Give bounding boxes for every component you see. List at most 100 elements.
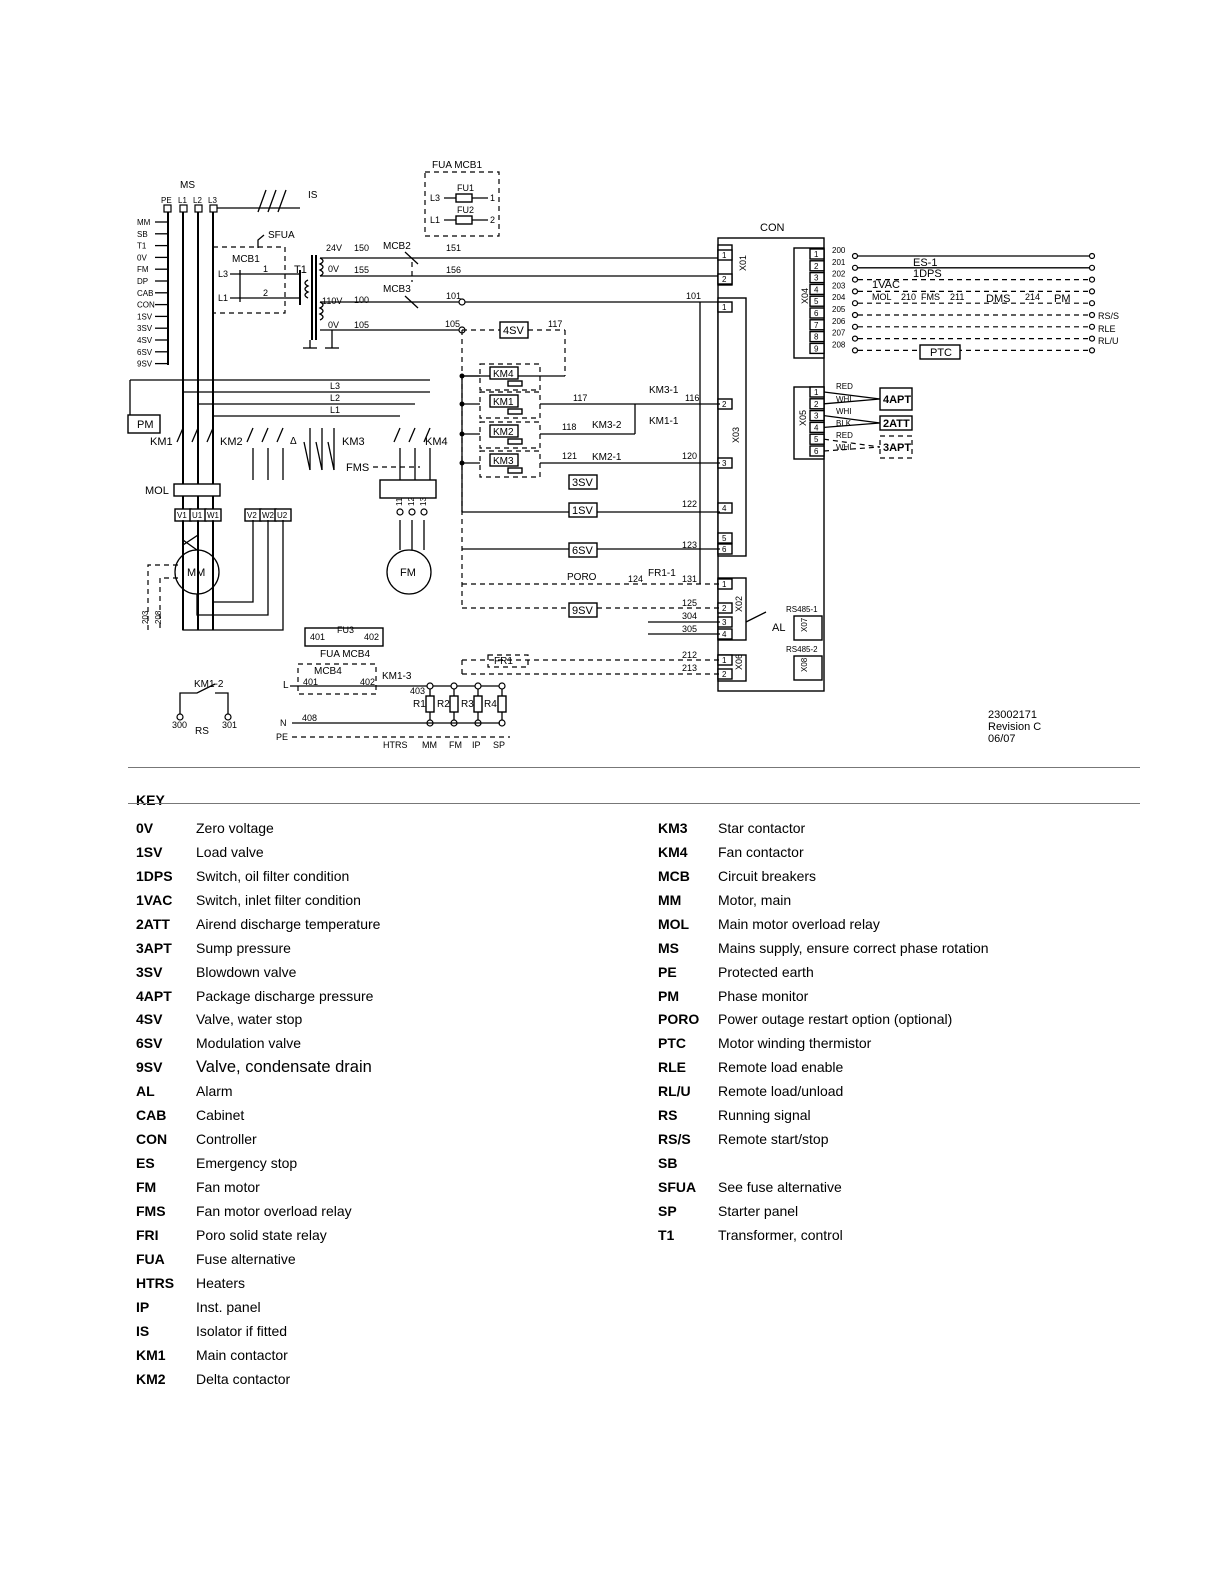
svg-text:1VAC: 1VAC <box>872 279 900 291</box>
svg-text:L: L <box>283 680 289 691</box>
key-description: Sump pressure <box>196 939 291 956</box>
svg-text:116: 116 <box>685 393 699 403</box>
key-code: 1SV <box>136 843 163 860</box>
key-code: FMS <box>136 1202 166 1219</box>
svg-text:L2: L2 <box>330 393 340 403</box>
svg-text:PE: PE <box>276 732 288 742</box>
key-code: SFUA <box>658 1179 697 1196</box>
svg-text:100: 100 <box>354 295 369 305</box>
svg-text:408: 408 <box>302 713 317 723</box>
svg-text:131: 131 <box>682 574 697 584</box>
svg-text:SP: SP <box>493 740 505 750</box>
svg-text:RED: RED <box>836 431 853 440</box>
bus-label: CON <box>137 301 155 310</box>
wire-number: 208 <box>832 340 846 349</box>
svg-text:401: 401 <box>303 677 318 687</box>
svg-text:MCB3: MCB3 <box>383 284 411 295</box>
pin-number: 3 <box>722 459 727 468</box>
is-label: IS <box>308 190 318 201</box>
part-number: 23002171 <box>988 709 1037 721</box>
key-code: SP <box>658 1202 677 1219</box>
key-code: PORO <box>658 1011 700 1028</box>
wire-number: 202 <box>832 270 846 279</box>
key-description: Motor, main <box>718 891 792 908</box>
svg-text:KM2: KM2 <box>220 436 243 448</box>
key-code: 1DPS <box>136 867 173 884</box>
pin-number: 3 <box>722 618 727 627</box>
svg-text:KM4: KM4 <box>425 436 448 448</box>
key-description: Main contactor <box>196 1346 288 1363</box>
svg-text:156: 156 <box>446 265 461 275</box>
fan-terminal: 11 <box>395 497 404 506</box>
motor-terminal: U1 <box>192 511 203 520</box>
svg-text:KM2-1: KM2-1 <box>592 452 622 463</box>
svg-text:1: 1 <box>263 264 268 274</box>
wire-number: 206 <box>832 317 846 326</box>
key-description: Fan motor overload relay <box>196 1202 352 1219</box>
svg-text:RS/S: RS/S <box>1098 311 1119 321</box>
svg-text:1: 1 <box>490 193 495 203</box>
pin-number: 4 <box>814 423 819 432</box>
coil-label: KM4 <box>493 369 514 380</box>
svg-text:X01: X01 <box>738 255 748 271</box>
fua-mcb1: FUA MCB1 L3 L1 FU1 FU2 1 2 <box>424 160 500 237</box>
pin-number: 2 <box>722 400 727 409</box>
key-code: AL <box>136 1083 155 1100</box>
pin-number: 1 <box>722 303 727 312</box>
svg-text:KM3-2: KM3-2 <box>592 420 622 431</box>
starter-power-section: PM L3 L2 L1 KM1 KM2 KM3 KM4 Δ FMS MOL V1… <box>127 379 448 631</box>
key-description: Isolator if fitted <box>196 1322 288 1339</box>
svg-text:305: 305 <box>682 624 697 634</box>
wiring-diagram: MS PE L1 L2 L3 IS MMSBT10VFMDPCABCON1SV3… <box>127 160 1119 750</box>
svg-text:2: 2 <box>263 288 268 298</box>
svg-text:L1: L1 <box>330 405 340 415</box>
key-code: 3SV <box>136 963 163 980</box>
sv9-label: 9SV <box>572 605 593 617</box>
svg-text:KM3-1: KM3-1 <box>649 385 679 396</box>
key-description: Circuit breakers <box>718 867 817 884</box>
svg-text:125: 125 <box>682 598 697 608</box>
wire-number: 207 <box>832 329 846 338</box>
key-code: MCB <box>658 867 690 884</box>
key-description: Motor winding thermistor <box>718 1035 872 1052</box>
svg-text:L3: L3 <box>330 381 340 391</box>
key-code: KM1 <box>136 1346 166 1363</box>
svg-text:203: 203 <box>141 610 150 624</box>
mm-label: MM <box>187 567 205 579</box>
mcb1-group: SFUA MCB1 L3 L1 1 2 <box>212 230 300 314</box>
svg-text:402: 402 <box>360 677 375 687</box>
svg-text:110V: 110V <box>322 296 342 306</box>
bus-label: T1 <box>137 242 147 251</box>
svg-text:RS485-2: RS485-2 <box>786 645 818 654</box>
key-code: PE <box>658 963 677 980</box>
svg-text:101: 101 <box>446 291 461 301</box>
svg-text:X08: X08 <box>800 657 809 672</box>
key-entry: 3SV Blowdown valve <box>136 960 380 984</box>
bus-label: 3SV <box>137 324 153 333</box>
svg-text:124: 124 <box>628 574 643 584</box>
svg-text:L1: L1 <box>430 215 440 225</box>
key-description: Blowdown valve <box>196 963 297 980</box>
svg-text:BLK: BLK <box>836 419 852 428</box>
bus-label: MM <box>137 218 151 227</box>
l1-label: L1 <box>178 196 187 205</box>
svg-text:0V: 0V <box>328 264 339 274</box>
key-description: Delta contactor <box>196 1370 291 1387</box>
apt3-label: 3APT <box>883 442 911 454</box>
pin-number: 5 <box>814 297 819 306</box>
key-entry: FMS Fan motor overload relay <box>136 1199 380 1223</box>
